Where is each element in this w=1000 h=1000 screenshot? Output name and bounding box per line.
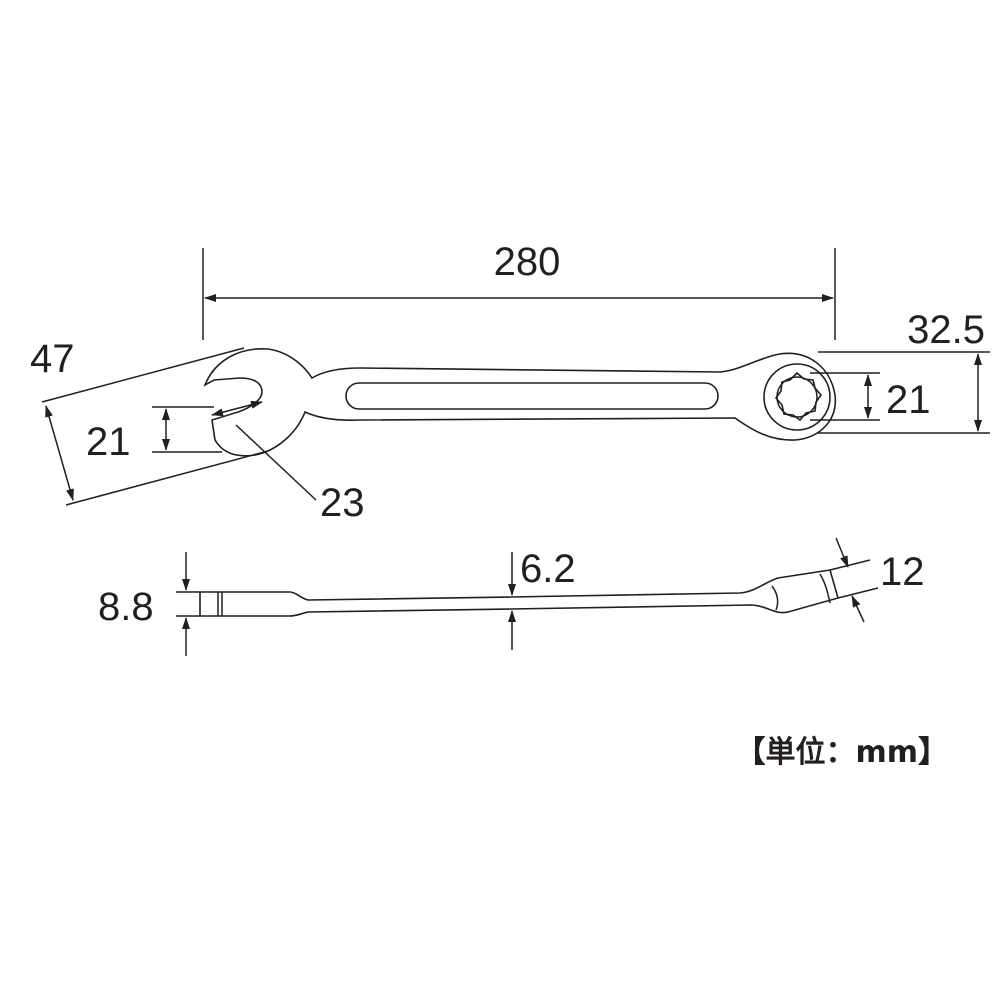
- dim-ring-end-thickness: 12: [829, 537, 925, 623]
- side-ring-end-detail: [819, 573, 831, 604]
- dim-overall-length-label: 280: [494, 240, 561, 284]
- dim-open-head-width: 47: [30, 337, 269, 506]
- unit-label: 【単位：mm】: [735, 735, 948, 770]
- dim-open-angle: 23: [211, 400, 365, 525]
- side-profile-outline: [199, 569, 839, 617]
- side-ring-end-detail-2: [771, 585, 779, 611]
- shank-slot: [345, 382, 719, 410]
- dim-overall-length: 280: [202, 240, 836, 340]
- ring-12-point: [774, 371, 823, 422]
- dim-open-end-thickness: 8.8: [98, 552, 200, 656]
- dim-ring-head-width: 32.5: [818, 308, 990, 434]
- dim-shank-thickness: 6.2: [508, 547, 576, 650]
- dim-open-angle-label: 23: [320, 481, 365, 525]
- dim-open-head-width-label: 47: [30, 337, 75, 381]
- dim-open-size-label: 21: [86, 420, 131, 464]
- dim-shank-thickness-label: 6.2: [520, 547, 576, 591]
- dim-ring-end-thickness-label: 12: [880, 550, 925, 594]
- dim-open-end-thickness-label: 8.8: [98, 585, 154, 629]
- wrench-side-view: [199, 569, 839, 617]
- dim-ring-size: 21: [810, 372, 931, 422]
- wrench-top-view: [203, 348, 837, 457]
- dim-ring-size-label: 21: [886, 378, 931, 422]
- ring-inner-circle: [776, 376, 818, 418]
- dim-ring-head-width-label: 32.5: [907, 308, 985, 352]
- dim-open-size: 21: [86, 406, 222, 464]
